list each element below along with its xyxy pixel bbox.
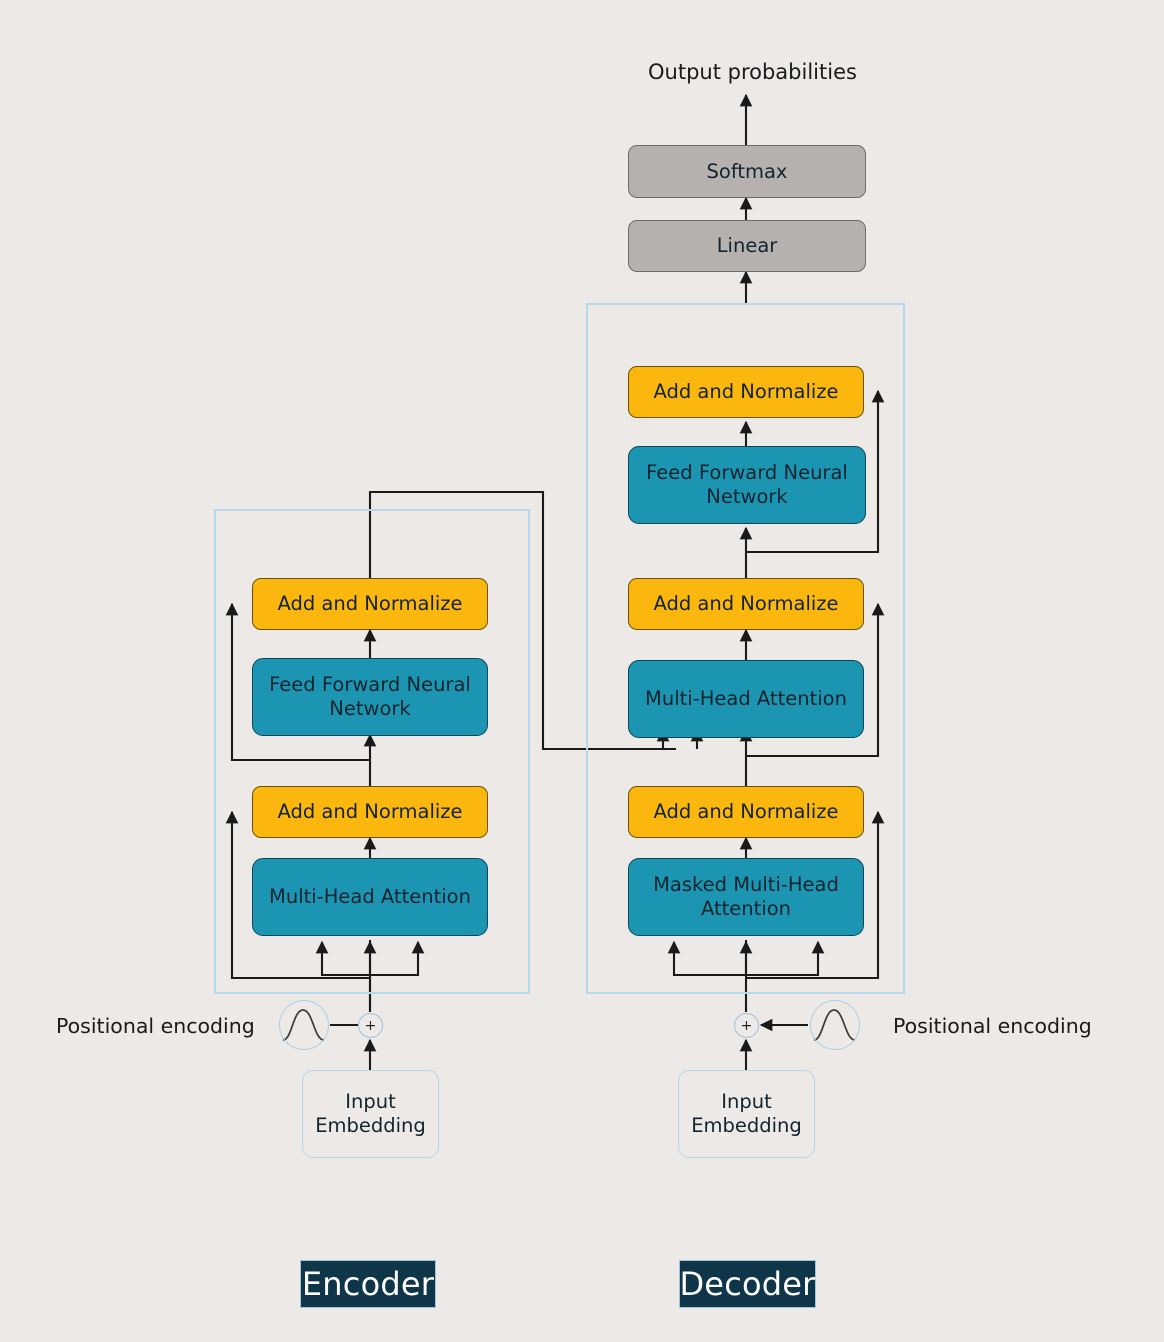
decoder-feed-forward[interactable]: Feed Forward Neural Network [628,446,866,524]
decoder-add-norm-top[interactable]: Add and Normalize [628,366,864,418]
softmax-block[interactable]: Softmax [628,145,866,198]
decoder-add-norm-middle[interactable]: Add and Normalize [628,578,864,630]
output-probabilities-label: Output probabilities [648,60,857,84]
encoder-add-norm-top[interactable]: Add and Normalize [252,578,488,630]
encoder-multi-head-attention[interactable]: Multi-Head Attention [252,858,488,936]
decoder-sine-wave-icon [810,1000,860,1050]
encoder-add-norm-bottom[interactable]: Add and Normalize [252,786,488,838]
encoder-input-embedding[interactable]: Input Embedding [302,1070,439,1158]
decoder-container [586,303,905,994]
decoder-positional-encoding-label: Positional encoding [893,1014,1092,1038]
linear-block[interactable]: Linear [628,220,866,272]
encoder-container [214,509,530,994]
encoder-sine-wave-icon [279,1000,329,1050]
decoder-cross-attention[interactable]: Multi-Head Attention [628,660,864,738]
encoder-role-chip: Encoder [300,1260,436,1308]
encoder-positional-encoding-label: Positional encoding [56,1014,255,1038]
decoder-role-chip: Decoder [679,1260,816,1308]
encoder-feed-forward[interactable]: Feed Forward Neural Network [252,658,488,736]
decoder-masked-attention[interactable]: Masked Multi-Head Attention [628,858,864,936]
decoder-input-embedding[interactable]: Input Embedding [678,1070,815,1158]
encoder-add-positional-node: + [358,1013,383,1038]
decoder-add-norm-bottom[interactable]: Add and Normalize [628,786,864,838]
decoder-add-positional-node: + [734,1013,759,1038]
